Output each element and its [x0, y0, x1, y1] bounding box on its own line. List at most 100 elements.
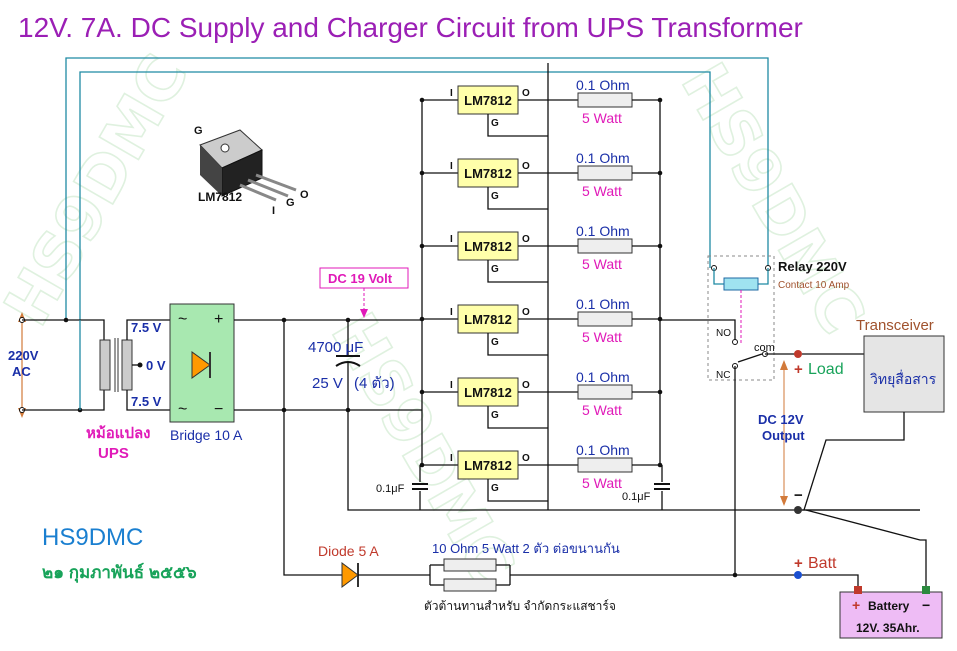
- battery-plus: +: [852, 597, 860, 613]
- regulator-name: LM7812: [464, 385, 512, 400]
- regulator-pin-i: I: [450, 380, 453, 391]
- resistor-value: 0.1 Ohm: [576, 296, 630, 312]
- regulator-name: LM7812: [464, 458, 512, 473]
- regulator-pin-o: O: [522, 88, 530, 99]
- regulator-pin-o: O: [522, 234, 530, 245]
- regulator-pin-g: G: [491, 264, 499, 275]
- pkg-name: LM7812: [198, 190, 242, 204]
- battery-output: + Batt + Battery − 12V. 35Ahr.: [794, 555, 943, 639]
- reg-ground-wire: [487, 479, 548, 502]
- resistor-value: 0.1 Ohm: [576, 77, 630, 93]
- regulator-pin-i: I: [450, 307, 453, 318]
- junction-dot: [657, 389, 663, 395]
- junction-dot: [657, 97, 663, 103]
- regulator-name: LM7812: [464, 93, 512, 108]
- junction-dot: [657, 462, 663, 468]
- regulator-name: LM7812: [464, 312, 512, 327]
- resistor-value: 0.1 Ohm: [576, 442, 630, 458]
- ups-transformer: 7.5 V 0 V 7.5 V หม้อแปลง UPS: [86, 319, 170, 462]
- reg-ground-wire: [487, 260, 548, 283]
- junction-dot: [657, 170, 663, 176]
- resistor-power: 5 Watt: [582, 183, 622, 199]
- cap-qty: (4 ตัว): [354, 375, 395, 392]
- batt-plus: +: [794, 555, 803, 572]
- regulator-pin-g: G: [491, 410, 499, 421]
- regulator-pin-o: O: [522, 307, 530, 318]
- regulator-body: [457, 85, 519, 115]
- load-label: Load: [808, 361, 844, 378]
- ac-label-line2: AC: [12, 364, 31, 379]
- dc-rails: [234, 317, 920, 576]
- author-date: ๒๑ กุมภาพันธ์ ๒๕๕๖: [42, 562, 197, 583]
- ballast-resistor: [577, 238, 633, 254]
- tap-top-label: 7.5 V: [131, 320, 162, 335]
- dc-output-minus: −: [794, 487, 803, 504]
- transformer-label-thai: หม้อแปลง: [86, 425, 151, 442]
- regulator-name: LM7812: [464, 166, 512, 181]
- ballast-resistor: [577, 165, 633, 181]
- ballast-resistor: [577, 457, 633, 473]
- regulator-pin-i: I: [450, 234, 453, 245]
- reg-ground-wire: [487, 187, 548, 210]
- lm7812-package: G LM7812 I G O: [194, 125, 309, 217]
- ballast-resistor: [577, 311, 633, 327]
- reg-ground-wire: [487, 406, 548, 429]
- transceiver-body: วิทยุสื่อสาร: [870, 370, 937, 388]
- regulator-pin-o: O: [522, 161, 530, 172]
- battery-minus: −: [922, 597, 930, 613]
- pkg-pin-i: I: [272, 205, 275, 217]
- pkg-pin-g: G: [286, 197, 295, 209]
- regulator-pin-i: I: [450, 453, 453, 464]
- watermark-text-1: HS9DMC: [0, 43, 202, 338]
- resistor-value: 0.1 Ohm: [576, 150, 630, 166]
- author-call: HS9DMC: [42, 524, 143, 551]
- regulator-busses: 0.1μF 0.1μF: [376, 100, 736, 510]
- bridge-ac-top: ~: [178, 311, 187, 328]
- regulator-body: [457, 231, 519, 261]
- load-output: + Load Transceiver วิทยุสื่อสาร DC 12V O…: [758, 317, 945, 590]
- relay-no: NO: [716, 328, 731, 339]
- tap-mid-label: 0 V: [146, 358, 166, 373]
- page-title: 12V. 7A. DC Supply and Charger Circuit f…: [18, 12, 803, 43]
- resistor-power: 5 Watt: [582, 475, 622, 491]
- relay: Relay 220V Contact 10 Amp NO NC com: [707, 255, 850, 575]
- cap-voltage: 25 V: [312, 375, 343, 392]
- reg-ground-wire: [487, 333, 548, 356]
- junction-dot: [657, 316, 663, 322]
- pkg-pin-g-top: G: [194, 125, 203, 137]
- batt-label: Batt: [808, 555, 837, 572]
- transceiver-label: Transceiver: [856, 317, 934, 334]
- pkg-pin-o: O: [300, 189, 309, 201]
- ballast-resistor: [577, 92, 633, 108]
- regulator-pin-g: G: [491, 337, 499, 348]
- regulator-row: LM7812 I O G 0.1 Ohm 5 Watt: [419, 296, 663, 356]
- diode-label: Diode 5 A: [318, 543, 379, 559]
- charge-resistor-label: 10 Ohm 5 Watt 2 ตัว ต่อขนานกัน: [432, 541, 620, 556]
- cap-value: 4700 μF: [308, 339, 363, 356]
- regulator-name: LM7812: [464, 239, 512, 254]
- relay-nc: NC: [716, 370, 730, 381]
- junction-dot: [657, 243, 663, 249]
- resistor-power: 5 Watt: [582, 402, 622, 418]
- author-block: HS9DMC ๒๑ กุมภาพันธ์ ๒๕๕๖: [42, 524, 197, 583]
- ac-label-line1: 220V: [8, 348, 39, 363]
- battery-spec: 12V. 35Ahr.: [856, 621, 920, 635]
- regulator-pin-g: G: [491, 191, 499, 202]
- ac-input: 220V AC: [8, 312, 105, 418]
- bridge-label: Bridge 10 A: [170, 427, 243, 443]
- dc-voltage-callout: DC 19 Volt: [319, 267, 409, 318]
- resistor-power: 5 Watt: [582, 329, 622, 345]
- relay-contact: Contact 10 Amp: [778, 280, 850, 291]
- dc-output-line1: DC 12V: [758, 412, 804, 427]
- ballast-resistor: [577, 384, 633, 400]
- relay-coil-wires: [65, 57, 769, 320]
- relay-label: Relay 220V: [778, 259, 847, 274]
- regulator-pin-o: O: [522, 453, 530, 464]
- bridge-ac-bot: ~: [178, 401, 187, 418]
